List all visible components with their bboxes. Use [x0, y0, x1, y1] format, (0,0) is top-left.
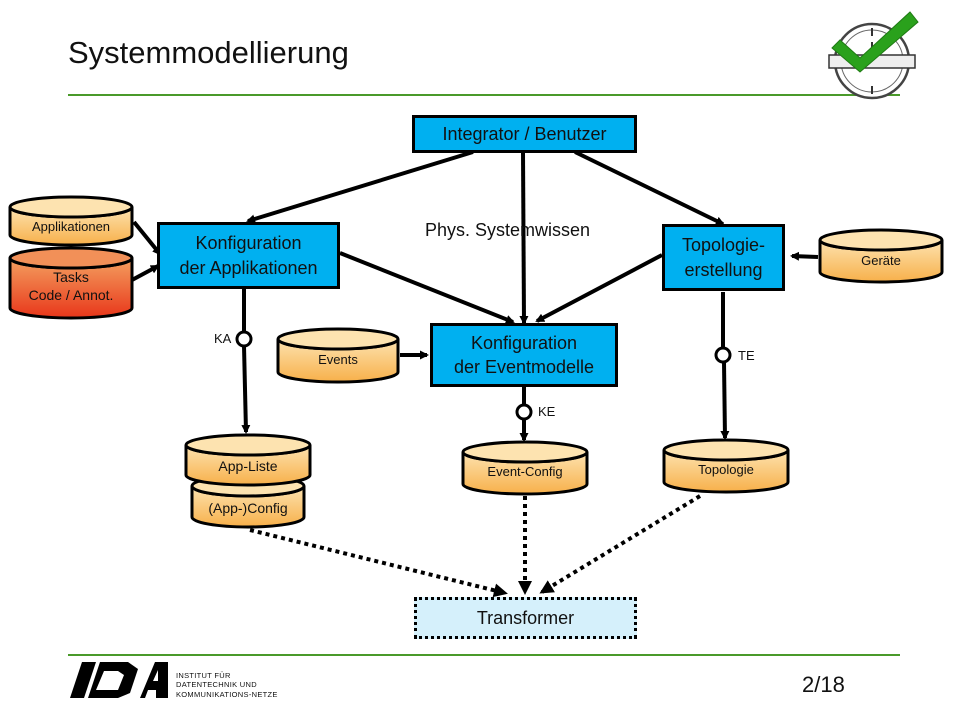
page-title: Systemmodellierung: [68, 35, 349, 70]
cylinder-geraete: [818, 228, 944, 284]
interface-ka-label: KA: [214, 331, 232, 346]
konfiguration-eventmodelle-node: Konfiguration der Eventmodelle: [430, 323, 618, 387]
realtime-approved-badge-icon: [828, 11, 919, 100]
arrow-integrator-to-konfig-app: [246, 150, 474, 224]
topologie-label: Topologie: [698, 462, 754, 477]
ida-logo-icon: [70, 662, 168, 698]
arrow-ka-to-app-liste: [241, 345, 251, 434]
topologie-erstellung-node: Topologie- erstellung: [662, 224, 785, 291]
arrow-tasks-to-konfig-app: [131, 264, 160, 282]
interface-ke-label: KE: [538, 404, 556, 419]
dotted-arrow-topologie-to-transformer: [539, 494, 702, 594]
cylinder-topologie: [662, 438, 790, 494]
konfiguration-applikationen-node: Konfiguration der Applikationen: [157, 222, 340, 289]
interface-ke-socket: [515, 403, 533, 421]
bottom-divider: [68, 654, 900, 656]
cylinder-tasks: [8, 246, 134, 320]
cylinder-event-config: [461, 440, 589, 496]
app-liste-label: App-Liste: [218, 458, 278, 474]
applikationen-label: Applikationen: [31, 219, 111, 234]
events-label: Events: [318, 352, 358, 367]
arrow-topologie-to-konfig-event: [535, 253, 663, 323]
arrow-geraete-to-topologie: [790, 251, 819, 261]
interface-ka-socket: [235, 330, 253, 348]
event-config-label: Event-Config: [487, 464, 563, 479]
arrow-integrator-to-konfig-event: [519, 151, 529, 325]
interface-te-socket: [714, 346, 732, 364]
institute-text: INSTITUT FÜR DATENTECHNIK UND KOMMUNIKAT…: [176, 671, 278, 699]
solid-arrows: [131, 150, 819, 442]
tasks-label: Tasks Code / Annot.: [28, 269, 114, 303]
cylinder-app-liste: [184, 433, 312, 487]
dotted-arrows: [249, 494, 702, 598]
top-divider: [68, 94, 900, 96]
arrow-konfig-app-to-konfig-event: [339, 251, 515, 324]
cylinder-events: [276, 327, 400, 384]
interface-te-label: TE: [738, 348, 755, 363]
integrator-node: Integrator / Benutzer: [412, 115, 637, 153]
arrow-integrator-to-topologie: [574, 150, 725, 226]
center-label: Phys. Systemwissen: [425, 220, 591, 240]
geraete-label: Geräte: [861, 253, 901, 268]
app-config-label: (App-)Config: [208, 500, 288, 516]
arrow-applikationen-to-konfig-app: [132, 220, 162, 256]
page-number: 2/18: [802, 672, 845, 697]
cylinder-applikationen: [8, 195, 134, 247]
transformer-node: Transformer: [414, 597, 637, 639]
arrow-te-to-topologie: [720, 361, 730, 440]
dotted-arrow-app-config-to-transformer: [249, 528, 508, 598]
